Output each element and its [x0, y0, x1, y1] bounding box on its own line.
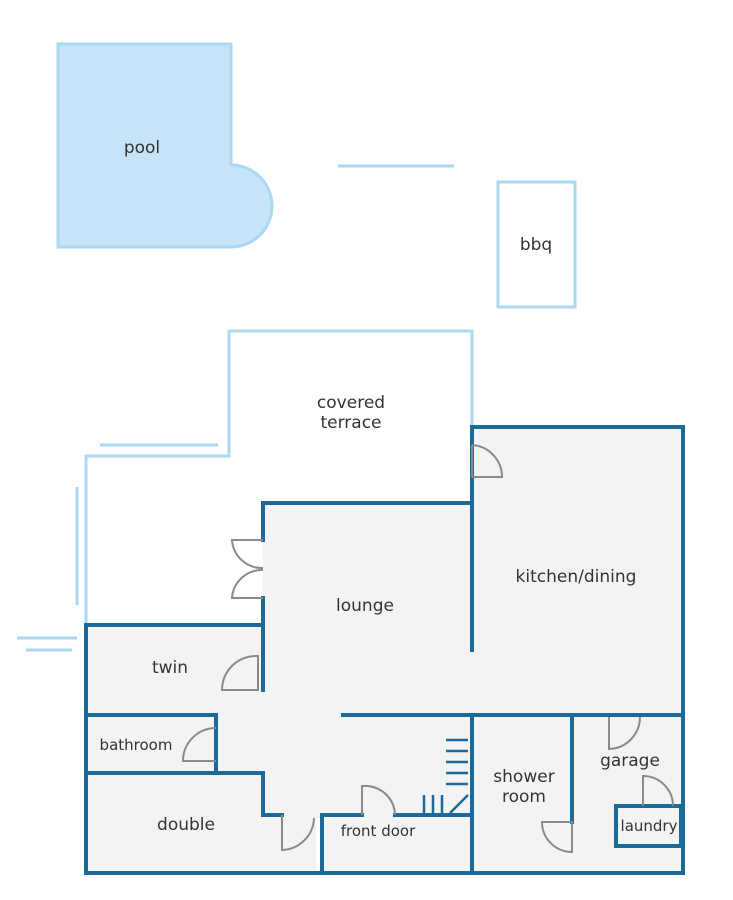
doors [181, 444, 674, 854]
garage-floor [572, 717, 683, 873]
covered-terrace-label: covered terrace [316, 393, 386, 433]
double-label: double [157, 815, 215, 835]
kitchen-dining-label: kitchen/dining [515, 567, 637, 587]
garage-door [608, 716, 641, 751]
stairs [422, 738, 469, 814]
front-door-floor [322, 815, 472, 873]
terrace-kitchen-door [471, 444, 504, 478]
front-door-swing [361, 784, 396, 816]
laundry-door [642, 774, 674, 807]
hall-floor [216, 715, 472, 815]
kitchen-floor [472, 427, 683, 717]
lounge-french-doors [230, 539, 264, 599]
pool-shape [56, 42, 274, 249]
twin-label: twin [151, 658, 189, 678]
terrace-outline [17, 164, 474, 652]
twin-floor [86, 625, 264, 715]
bbq-outline [496, 180, 577, 309]
bathroom-label: bathroom [99, 736, 173, 754]
shower-room-label: shower room [493, 767, 555, 807]
floor-fills [86, 427, 683, 873]
pool-label: pool [123, 138, 161, 158]
twin-door [220, 654, 259, 691]
lounge-label: lounge [336, 596, 394, 616]
front-door-label: front door [340, 822, 416, 840]
bathroom-door [181, 727, 217, 762]
laundry-label: laundry [620, 817, 678, 835]
house-walls [84, 425, 685, 875]
shower-door [540, 821, 573, 854]
double-door [281, 815, 315, 852]
bathroom-floor [86, 715, 216, 773]
garage-label: garage [600, 751, 660, 771]
bbq-label: bbq [519, 235, 553, 255]
